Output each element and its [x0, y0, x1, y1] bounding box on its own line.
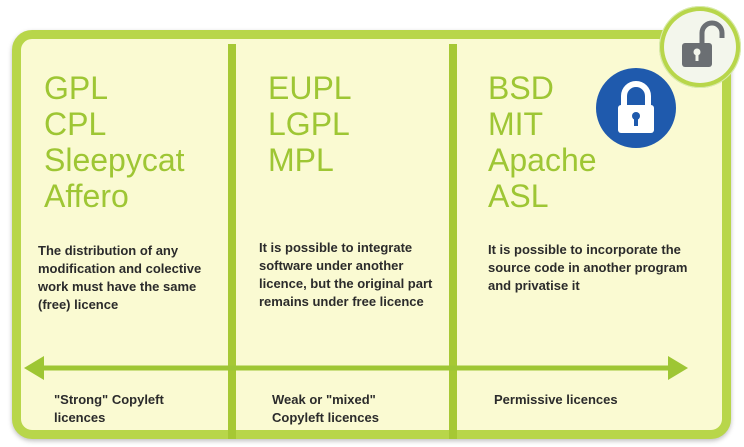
weak-copyleft-category-label: Weak or "mixed" Copyleft licences — [272, 392, 379, 425]
lock-open-icon-face — [664, 11, 736, 83]
double-headed-arrow-icon — [24, 356, 688, 380]
strong-copyleft-category-label: "Strong" Copyleft licences — [54, 392, 164, 425]
licence-name: Sleepycat — [44, 142, 185, 178]
licence-name: ASL — [488, 178, 549, 214]
column-divider-2 — [449, 44, 457, 439]
licence-name: BSD — [488, 70, 554, 106]
lock-open-icon — [659, 6, 741, 88]
licence-name: MPL — [268, 142, 334, 178]
licence-name: Apache — [488, 142, 597, 178]
lock-closed-icon — [596, 68, 676, 148]
weak-copyleft-description: It is possible to integrate software und… — [259, 240, 433, 309]
licence-name: CPL — [44, 106, 107, 142]
licence-name: LGPL — [268, 106, 350, 142]
weak-copyleft-licence-list: EUPL LGPL MPL — [268, 70, 352, 178]
licence-name: Affero — [44, 178, 129, 214]
strong-copyleft-licence-list: GPL CPL Sleepycat Affero — [44, 70, 185, 214]
licence-name: GPL — [44, 70, 109, 106]
strong-copyleft-description: The distribution of any modification and… — [38, 243, 202, 312]
column-divider-1 — [228, 44, 236, 439]
permissive-description: It is possible to incorporate the source… — [488, 242, 688, 293]
licence-name: EUPL — [268, 70, 352, 106]
permissive-category-label: Permissive licences — [494, 392, 618, 407]
licence-name: MIT — [488, 106, 544, 142]
permissive-licence-list: BSD MIT Apache ASL — [488, 70, 597, 214]
